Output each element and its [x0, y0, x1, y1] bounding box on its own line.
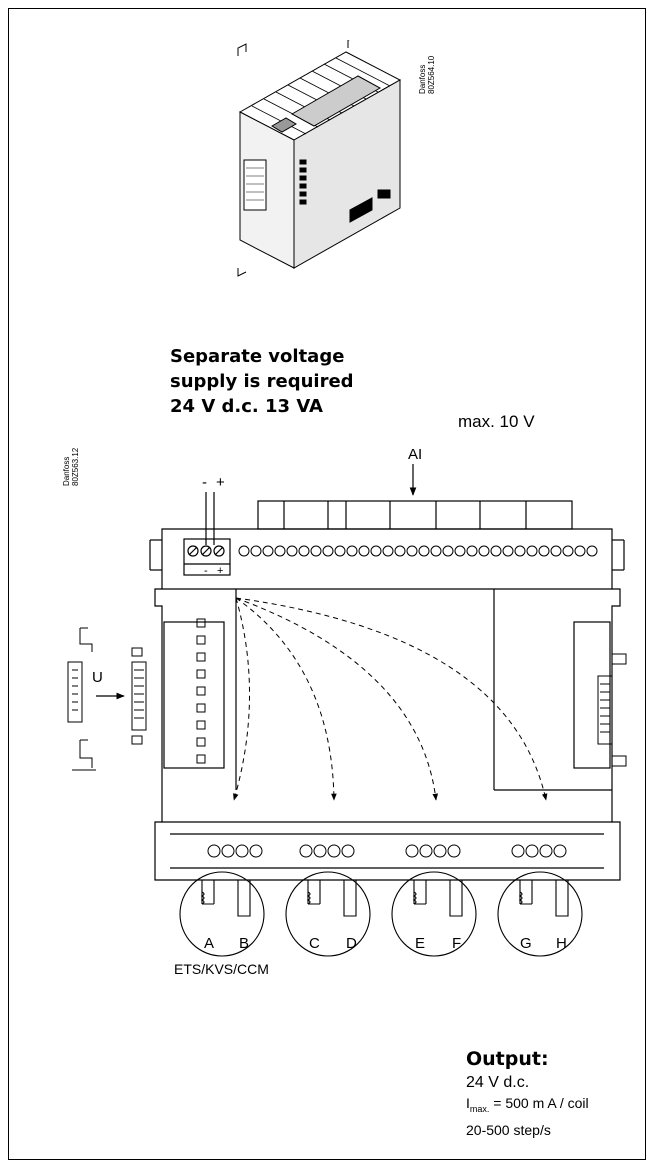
coil-label-h: H [556, 935, 567, 952]
stepper-motor-coils [179, 871, 583, 957]
ai-label: AI [408, 446, 422, 463]
coil-label-f: F [452, 935, 461, 952]
status-leds [196, 618, 206, 764]
stepper-output-routing [233, 597, 548, 801]
coil-label-a: A [204, 935, 214, 952]
wiring-diagram: AI - + - + [67, 446, 627, 977]
supply-terminals [187, 545, 225, 557]
supply-note-line2: supply is required [170, 371, 354, 392]
output-heading: Output: [466, 1048, 549, 1070]
valve-types-label: ETS/KVS/CCM [174, 961, 269, 977]
terminal-minus-label: - [204, 565, 208, 577]
output-current: Imax. = 500 m A / coil [466, 1093, 589, 1120]
supply-plus-label: + [216, 474, 225, 491]
coil-label-e: E [415, 935, 425, 952]
din-rail-clip-right [597, 653, 627, 767]
output-spec: Output: 24 V d.c. Imax. = 500 m A / coil… [466, 1046, 589, 1141]
output-current-value: = 500 m A / coil [489, 1095, 589, 1111]
terminal-plus-label: + [217, 565, 223, 577]
max-voltage-label: max. 10 V [458, 412, 535, 431]
controller-product-illustration [237, 40, 402, 277]
din-rail-clip-left [67, 627, 96, 771]
din-rail-clip-center [131, 647, 147, 745]
coil-label-c: C [309, 935, 320, 952]
output-terminals [207, 844, 567, 858]
coil-label-g: G [520, 935, 532, 952]
controller-housing [149, 528, 625, 881]
u-label: U [92, 669, 103, 686]
analog-input-connectors [257, 500, 573, 530]
supply-note-line1: Separate voltage [170, 346, 345, 367]
output-current-symbol: I [466, 1095, 470, 1111]
coil-label-d: D [346, 935, 357, 952]
supply-minus-label: - [202, 474, 207, 491]
supply-note: Separate voltage supply is required 24 V… [170, 344, 354, 419]
page-frame [8, 8, 646, 1160]
output-voltage: 24 V d.c. [466, 1074, 530, 1091]
output-current-sub: max. [469, 1103, 490, 1114]
coil-label-b: B [239, 935, 249, 952]
output-step-rate: 20-500 step/s [466, 1121, 551, 1138]
top-terminal-row [238, 545, 598, 557]
supply-note-line3: 24 V d.c. 13 VA [170, 396, 323, 417]
